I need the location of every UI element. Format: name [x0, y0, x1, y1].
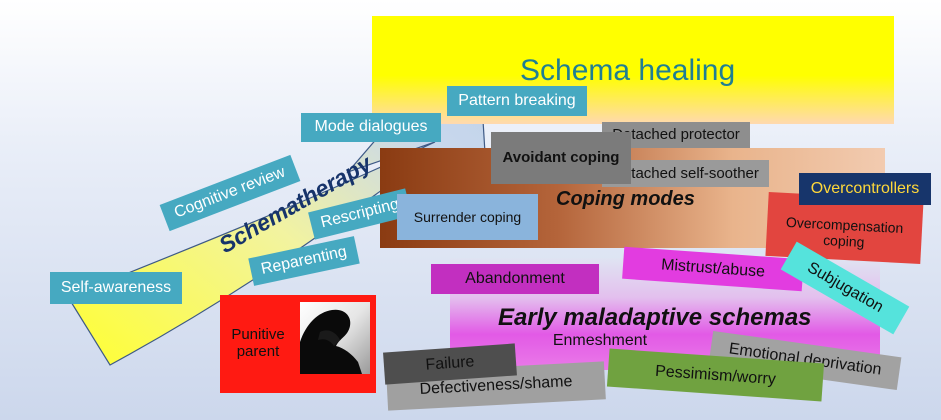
punitive-parent-label: Punitive parent	[231, 325, 285, 360]
step-pattern-breaking: Pattern breaking	[447, 86, 587, 116]
schemas-title: Early maladaptive schemas	[498, 304, 812, 332]
schema-healing-title: Schema healing	[520, 53, 736, 87]
mode-overcontrollers: Overcontrollers	[799, 173, 931, 205]
step-mode-dialogues: Mode dialogues	[301, 113, 441, 142]
schema-abandonment: Abandonment	[431, 264, 599, 294]
mode-surrender-coping: Surrender coping	[397, 194, 538, 240]
distressed-person-image	[300, 302, 370, 374]
coping-modes-title: Coping modes	[556, 187, 695, 210]
schema-enmeshment: Enmeshment	[552, 331, 648, 349]
mode-avoidant-coping: Avoidant coping	[491, 132, 631, 184]
step-self-awareness: Self-awareness	[50, 272, 182, 304]
